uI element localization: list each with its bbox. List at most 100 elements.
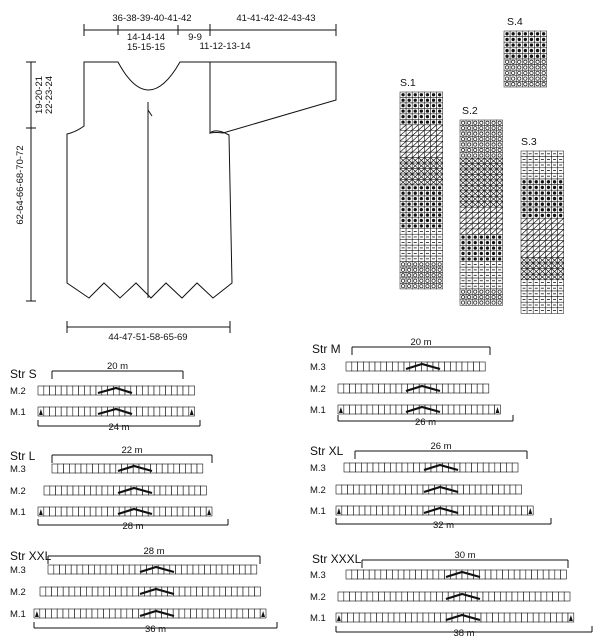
- bottom-stitch-count: 38 m: [453, 628, 474, 639]
- decrease-mark: [117, 507, 153, 516]
- stitch-cell: [84, 506, 91, 517]
- stitch-cell: [351, 569, 358, 580]
- edge-marker: [261, 611, 265, 617]
- stitch-cell: [474, 612, 482, 623]
- stitch-cell: [357, 569, 364, 580]
- stitch-cell: [387, 505, 395, 516]
- stitch-cell: [380, 361, 387, 372]
- stitch-cell: [200, 485, 207, 496]
- stitch-cell: [134, 564, 142, 575]
- stitch-cell: [405, 612, 412, 623]
- stitch-cell: [413, 591, 420, 602]
- stitch-cell: [440, 612, 447, 623]
- edge-marker: [495, 407, 500, 413]
- stitch-cell: [360, 591, 368, 602]
- stitch-cell: [69, 463, 76, 474]
- stitch-cell: [72, 485, 80, 496]
- decrease-mark: [97, 407, 133, 416]
- row-label: M.1: [310, 613, 326, 624]
- stitch-cell: [376, 612, 383, 623]
- top-stitch-count: 20 m: [107, 361, 128, 372]
- stitch-cell: [343, 462, 351, 473]
- stitch-cell: [89, 385, 97, 396]
- stitch-cell: [509, 484, 517, 495]
- stitch-cell: [364, 505, 372, 516]
- stitch-cell: [43, 506, 50, 517]
- stitch-cell: [227, 564, 234, 575]
- stitch-cell: [482, 462, 490, 473]
- stitch-cell: [515, 612, 522, 623]
- stitch-cell: [409, 569, 416, 580]
- stitch-cell: [80, 463, 88, 474]
- stitch-cell: [142, 406, 149, 417]
- stitch-cell: [442, 404, 449, 415]
- stitch-cell: [389, 383, 397, 394]
- edge-marker: [189, 409, 194, 415]
- stitch-cell: [461, 361, 469, 372]
- stitch-cell: [424, 591, 432, 602]
- stitch-cell: [455, 361, 463, 372]
- stitch-cell: [341, 505, 348, 516]
- stitch-cell: [89, 406, 97, 417]
- stitch-cell: [471, 462, 478, 473]
- stitch-cell: [171, 406, 178, 417]
- stitch-cell: [179, 463, 186, 474]
- stitch-cell: [207, 586, 215, 597]
- stitch-cell: [552, 591, 559, 602]
- size-title: Str M: [312, 342, 341, 356]
- stitch-cell: [231, 586, 238, 597]
- stitch-cell: [80, 608, 87, 619]
- stitch-cell: [492, 505, 499, 516]
- stitch-cell: [153, 385, 161, 396]
- stitch-cell: [399, 505, 406, 516]
- stitch-cell: [447, 404, 455, 415]
- stitch-cell: [511, 462, 519, 473]
- stitch-cell: [142, 385, 149, 396]
- stitch-cell: [132, 608, 139, 619]
- chart-s3: [520, 150, 564, 314]
- edge-marker: [39, 409, 43, 415]
- stitch-cell: [84, 385, 91, 396]
- stitch-cell: [422, 612, 430, 623]
- stitch-cell: [347, 484, 354, 495]
- stitch-cell: [447, 383, 455, 394]
- chart-row: M.1: [10, 406, 195, 418]
- stitch-cell: [387, 612, 395, 623]
- stitch-cell: [60, 506, 68, 517]
- stitch-cell: [529, 591, 536, 602]
- stitch-cell: [337, 383, 345, 394]
- chart-row: M.1: [10, 506, 213, 518]
- stitch-cell: [172, 608, 180, 619]
- stitch-cell: [471, 404, 478, 415]
- stitch-cell: [178, 586, 186, 597]
- width-dimension: 44-47-51-58-65-69: [108, 332, 187, 343]
- stitch-cell: [201, 608, 209, 619]
- stitch-cell: [505, 591, 513, 602]
- stitch-cell: [341, 612, 348, 623]
- top-stitch-count: 26 m: [430, 441, 451, 452]
- stitch-cell: [221, 564, 229, 575]
- stitch-cell: [236, 608, 244, 619]
- edge-marker: [207, 509, 211, 515]
- stitch-cell: [561, 612, 569, 623]
- chart-s1: [399, 91, 443, 290]
- stitch-cell: [361, 462, 368, 473]
- chart-row: M.2: [10, 385, 195, 397]
- stitch-cell: [357, 361, 364, 372]
- stitch-cell: [89, 506, 97, 517]
- stitch-cell: [61, 485, 68, 496]
- stitch-cell: [415, 569, 422, 580]
- stitch-cell: [177, 485, 184, 496]
- stitch-cell: [390, 462, 397, 473]
- stitch-cell: [192, 564, 200, 575]
- stitch-cell: [366, 404, 374, 415]
- neck-dimension-1: 14-14-14: [127, 32, 165, 43]
- stitch-cell: [482, 591, 490, 602]
- stitch-cell: [519, 569, 527, 580]
- stitch-cell: [159, 406, 166, 417]
- stitch-cell: [86, 586, 93, 597]
- stitch-cell: [233, 564, 240, 575]
- stitch-cell: [159, 485, 167, 496]
- chart-label-s4: S.4: [507, 16, 523, 28]
